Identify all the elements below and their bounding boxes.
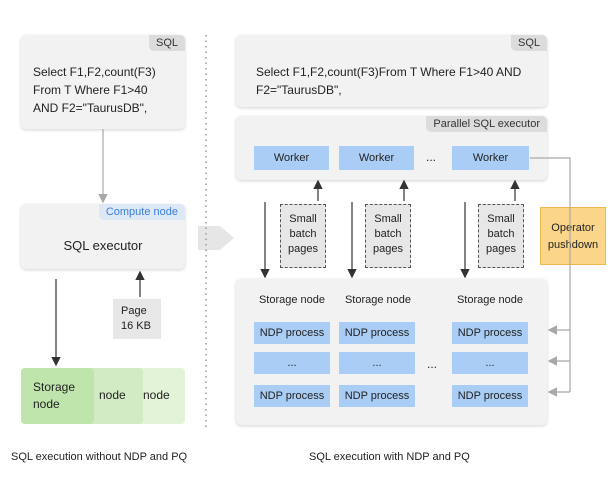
worker-3: Worker [452,146,529,170]
right-sql-line-2: F2="TaurusDB", [256,83,342,97]
small-batch-pages-2: Small batch pages [365,204,411,268]
ndp-process-2a: NDP process [339,322,415,344]
left-sql-line-3: AND F2="TaurusDB", [33,101,148,115]
pages-2-line-3: pages [373,243,403,255]
ndp-process-3b: NDP process [452,385,528,407]
left-sql-text: Select F1,F2,count(F3) From T Where F1>4… [33,63,183,117]
left-sql-line-1: Select F1,F2,count(F3) [33,65,156,79]
worker-1: Worker [254,146,329,170]
compute-node-tag: Compute node [98,204,185,220]
right-sql-text: Select F1,F2,count(F3)From T Where F1>40… [256,63,546,99]
compute-node-box: Compute node SQL executor [21,204,185,269]
operator-line-1: Operator [551,222,595,234]
worker-2: Worker [339,146,414,170]
transition-arrow-icon [198,226,234,250]
parallel-executor-tag: Parallel SQL executor [426,116,547,132]
pages-3-line-3: pages [486,243,516,255]
storage-ellipsis: ... [427,357,438,371]
page-box: Page 16 KB [113,299,161,339]
right-sql-tag: SQL [510,35,547,51]
pages-1-line-1: Small [289,213,317,225]
sql-executor-label: SQL executor [63,238,143,253]
ndp-process-1b: NDP process [254,385,330,407]
right-sql-box: SQL Select F1,F2,count(F3)From T Where F… [236,35,547,107]
right-sql-line-1: Select F1,F2,count(F3)From T Where F1>40… [256,65,522,79]
storage-node-label-2: Storage node [344,294,412,306]
ndp-ellipsis-2: ... [339,352,415,374]
storage-node-label-3: Storage node [456,294,524,306]
left-sql-tag: SQL [148,35,185,51]
small-batch-pages-3: Small batch pages [478,204,524,268]
pages-2-line-2: batch [374,228,402,240]
pages-3-line-2: batch [487,228,515,240]
small-batch-pages-1: Small batch pages [280,204,326,268]
right-caption: SQL execution with NDP and PQ [309,451,470,463]
left-sql-line-2: From T Where F1>40 [33,83,148,97]
pages-1-line-3: pages [288,243,318,255]
pushdown-line [530,157,571,392]
operator-line-2: pushdown [547,239,599,251]
operator-pushdown-box: Operator pushdown [540,207,606,265]
storage-node-label-1: Storage node [258,294,326,306]
page-size: 16 KB [121,320,151,332]
ndp-ellipsis-1: ... [254,352,330,374]
ndp-process-1a: NDP process [254,322,330,344]
pages-3-line-1: Small [487,213,515,225]
storage-node-1-label: Storage node [33,379,75,413]
storage-node-3-label: node [143,388,170,402]
ndp-process-2b: NDP process [339,385,415,407]
storage-node-1-line-2: node [33,397,60,411]
ndp-process-3a: NDP process [452,322,528,344]
storage-node-1: Storage node [21,368,94,424]
worker-ellipsis: ... [426,150,437,164]
left-caption: SQL execution without NDP and PQ [11,451,188,463]
pages-2-line-1: Small [374,213,402,225]
left-sql-box: SQL Select F1,F2,count(F3) From T Where … [21,35,185,129]
storage-node-1-line-1: Storage [33,380,76,394]
storage-node-2-label: node [99,388,126,402]
page-label: Page [121,305,147,317]
pages-1-line-2: batch [289,228,317,240]
ndp-ellipsis-3: ... [452,352,528,374]
